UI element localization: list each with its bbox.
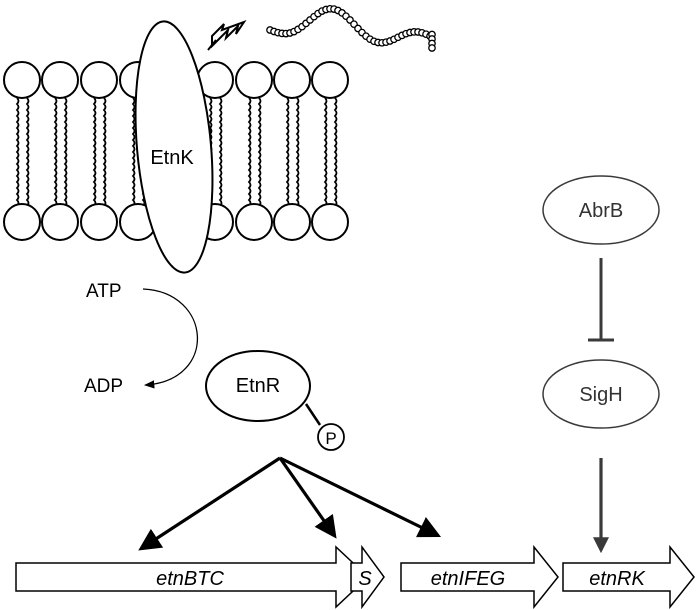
lipid-molecule	[41, 61, 79, 241]
lipid-molecule	[235, 61, 273, 241]
gene-s-label: S	[358, 568, 372, 590]
gene-etnifeg-label: etnIFEG	[431, 568, 505, 590]
etnk-protein: EtnK	[134, 20, 214, 274]
lipid-molecule	[273, 61, 311, 241]
peptide-signal	[266, 4, 436, 52]
etnr-label: EtnR	[236, 375, 280, 397]
abrb-label: AbrB	[579, 200, 623, 222]
etnr-activation-arrows	[138, 456, 442, 551]
gene-etnbtc-label: etnBTC	[156, 568, 224, 590]
gene-s: S	[350, 544, 385, 610]
phosphate-label: P	[325, 429, 336, 448]
gene-etnifeg: etnIFEG	[400, 544, 559, 610]
sigh-protein: SigH	[542, 359, 660, 429]
etnr-protein: EtnR P	[205, 350, 345, 451]
phosphate-circle	[317, 423, 345, 451]
lipid-molecule	[311, 61, 349, 241]
abrb-protein: AbrB	[542, 175, 660, 245]
lipid-molecule	[80, 61, 118, 241]
atp-to-adp-arrow	[142, 288, 199, 389]
abrb-represses-sigh	[588, 258, 614, 342]
adp-label: ADP	[84, 376, 123, 397]
peptide-bead	[428, 44, 436, 52]
lightning-signal-icon	[207, 20, 247, 51]
gene-etnrk-label: etnRK	[589, 568, 646, 590]
gene-etnrk: etnRK	[562, 544, 695, 610]
lipid-bilayer	[3, 61, 349, 241]
gene-operon: etnBTC S etnIFEG etnRK	[15, 544, 695, 610]
sigh-label: SigH	[579, 384, 622, 406]
gene-etnbtc: etnBTC	[15, 545, 370, 609]
lipid-molecule	[3, 61, 41, 241]
atp-label: ATP	[86, 281, 122, 302]
etnk-label: EtnK	[150, 147, 194, 169]
